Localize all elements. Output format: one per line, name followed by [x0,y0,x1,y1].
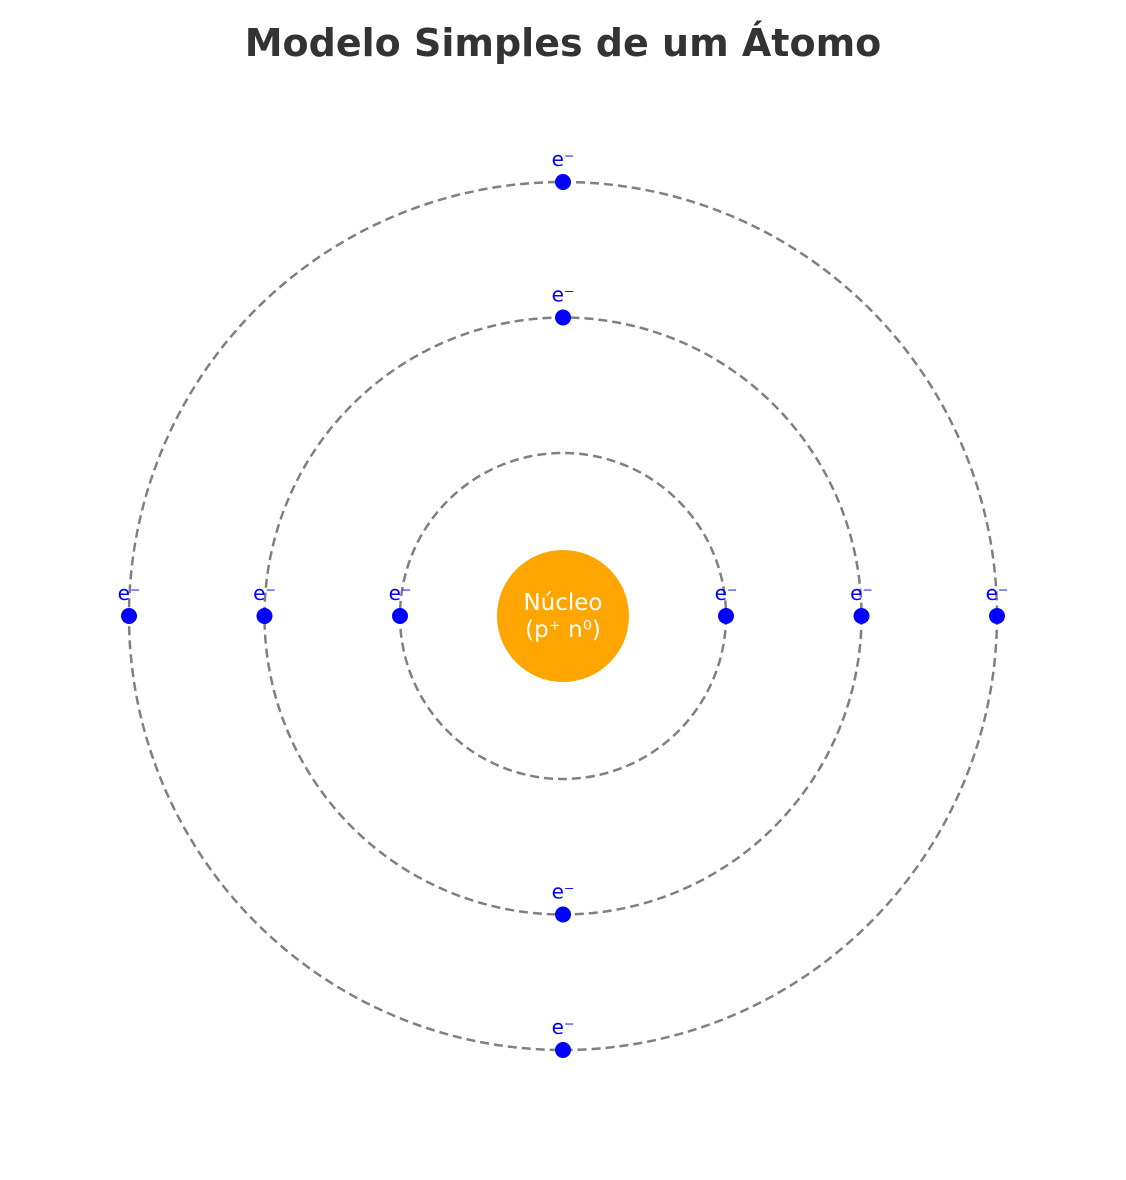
electron-shell-2-1 [853,608,870,624]
electron-label-shell-3-2: e⁻ [552,147,575,171]
electron-label-shell-3-4: e⁻ [552,1015,575,1039]
electron-shell-3-3 [121,608,137,624]
electron-label-shell-3-3: e⁻ [118,581,141,605]
diagram-title: Modelo Simples de um Átomo [245,21,882,65]
electron-group: e⁻ e⁻ e⁻ e⁻ e⁻ e⁻ e⁻ e⁻ e⁻ e⁻ [118,147,1009,1058]
electron-label-shell-2-3: e⁻ [253,581,276,605]
electron-shell-2-2 [555,309,571,326]
electron-shell-3-2 [555,174,571,190]
electron-shell-2-4 [555,906,571,923]
electron-shell-1-1 [718,608,734,624]
electron-shell-1-2 [392,608,408,624]
electron-label-shell-3-1: e⁻ [986,581,1009,605]
nucleus-circle [497,550,629,682]
electron-label-shell-2-4: e⁻ [552,880,575,904]
nucleus: Núcleo (p⁺ n⁰) [497,550,629,682]
electron-label-shell-1-2: e⁻ [389,581,412,605]
electron-label-shell-2-2: e⁻ [552,283,575,307]
electron-label-shell-2-1: e⁻ [850,581,873,605]
nucleus-label-line1: Núcleo [523,590,602,616]
electron-shell-2-3 [256,608,273,624]
nucleus-label-line2: (p⁺ n⁰) [525,617,601,643]
electron-label-shell-1-1: e⁻ [715,581,738,605]
electron-shell-3-1 [989,608,1005,624]
electron-shell-3-4 [555,1042,571,1058]
